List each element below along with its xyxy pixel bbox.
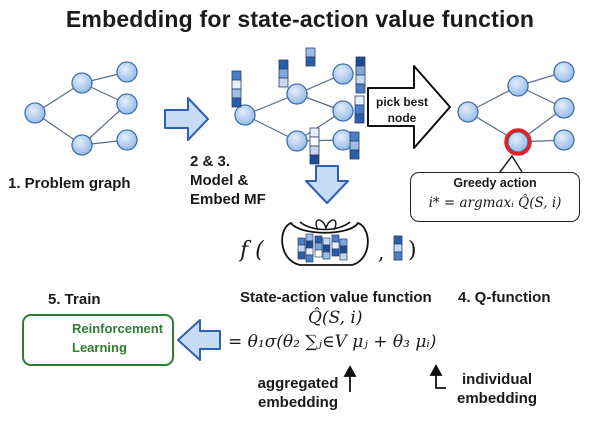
embedding-vector (355, 56, 366, 94)
graph-node (457, 101, 479, 123)
graph-node (116, 93, 138, 115)
individual-vector (393, 235, 403, 261)
problem-graph-label: 1. Problem graph (8, 175, 131, 192)
embedding-vector (231, 70, 242, 108)
callout-pointer (499, 154, 523, 173)
action-graph (457, 61, 575, 156)
graph-node (71, 72, 93, 94)
graph-node (286, 130, 308, 152)
embedding-bag (281, 219, 369, 266)
graph-node (116, 129, 138, 151)
graph-node (332, 63, 354, 85)
model-label-line3: Embed MF (190, 191, 266, 208)
individual-embedding-label: individual embedding (456, 371, 537, 407)
diagram-title: Embedding for state-action value functio… (65, 6, 535, 32)
embedding-vector (278, 59, 289, 88)
aggregated-embedding-label: aggregated embedding (257, 375, 339, 411)
pick-best-label: pick best node (375, 95, 429, 125)
aggregated-pointer (343, 365, 357, 392)
f-close: ) (408, 238, 417, 263)
model-label-line2: Model & (190, 172, 249, 189)
selected-node (507, 131, 529, 153)
graph-node (553, 97, 575, 119)
embedding-vector (349, 131, 360, 160)
q-function-label: 4. Q-function (458, 289, 551, 306)
graph-node (507, 75, 529, 97)
embedding-vector (354, 95, 365, 124)
graph-node (234, 104, 256, 126)
arrow-down (305, 165, 349, 204)
individual-pointer (429, 364, 446, 389)
graph-node (332, 100, 354, 122)
reinforcement-learning-box (22, 314, 174, 366)
graph-node (286, 83, 308, 105)
greedy-action-formula: i* = argmaxᵢ Q̂(S, i) (428, 195, 562, 211)
q-hat-label: Q̂(S, i) (308, 308, 363, 328)
reinforcement-learning-label: Reinforcement Learning (72, 321, 164, 355)
q-function-formula: = θ₁σ(θ₂ ∑ⱼ∈V μⱼ + θ₃ μᵢ) (228, 332, 437, 352)
graph-node (116, 61, 138, 83)
embedding-vector (309, 127, 320, 165)
embedded-graph (234, 63, 354, 152)
pick-best-arrow (367, 65, 451, 149)
graph-node (24, 102, 46, 124)
f-comma: , (378, 240, 385, 264)
train-label: 5. Train (48, 291, 101, 308)
problem-graph (24, 61, 138, 156)
savf-label: State-action value function (240, 289, 432, 306)
greedy-action-title: Greedy action (453, 176, 537, 190)
model-label-line1: 2 & 3. (190, 153, 231, 170)
f-open: f ( (240, 238, 264, 263)
graph-node (553, 129, 575, 151)
greedy-highlight-ring (504, 128, 532, 156)
greedy-action-callout (410, 172, 580, 222)
embedding-vector (305, 47, 316, 67)
arrow-right-1 (164, 97, 209, 141)
graph-node (71, 134, 93, 156)
arrow-left (177, 319, 221, 361)
graph-node (553, 61, 575, 83)
embedding-vectors (231, 47, 366, 165)
